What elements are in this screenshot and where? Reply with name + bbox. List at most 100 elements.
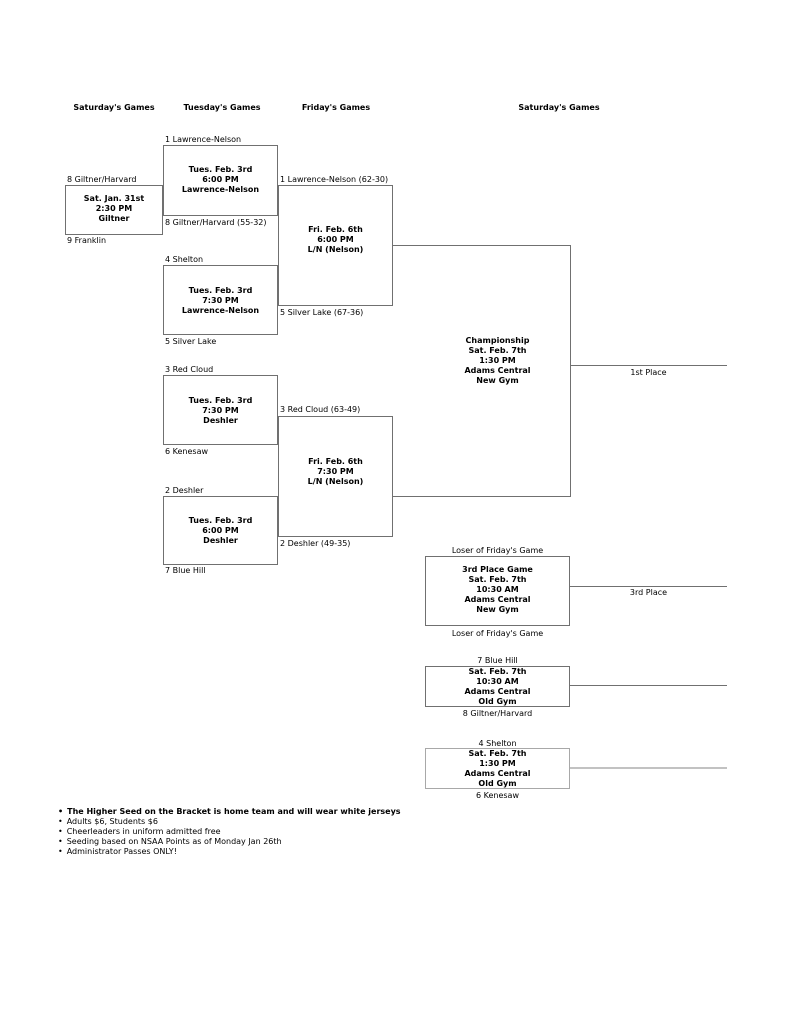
bullet-icon: • — [58, 817, 63, 826]
game-date: Tues. Feb. 3rd — [188, 396, 253, 405]
game-details-championship: Championship Sat. Feb. 7th 1:30 PM Adams… — [420, 336, 575, 386]
column-header-saturday-left: Saturday's Games — [73, 103, 155, 112]
note-text: Adults $6, Students $6 — [66, 817, 158, 826]
game-box-consolation-1 — [425, 666, 570, 707]
note-text: The Higher Seed on the Bracket is home t… — [67, 807, 401, 816]
game-time: 7:30 PM — [202, 406, 239, 415]
connector-consolation-2-line — [570, 767, 727, 769]
note-item: • Adults $6, Students $6 — [58, 817, 401, 827]
game-box-tuesday-1 — [163, 145, 278, 216]
game-date: Fri. Feb. 6th — [308, 225, 363, 234]
game-box-3rd-place — [425, 556, 570, 626]
connector-champion-line — [570, 365, 727, 366]
game-site: L/N (Nelson) — [307, 477, 364, 486]
note-text: Seeding based on NSAA Points as of Monda… — [66, 837, 282, 846]
game-site: Deshler — [203, 416, 238, 425]
team-label-kenesaw: 6 Kenesaw — [165, 447, 209, 456]
game-details-tuesday-2: Tues. Feb. 3rd 7:30 PM Lawrence-Nelson — [164, 286, 277, 316]
game-gym: New Gym — [476, 376, 519, 385]
game-gym: New Gym — [476, 605, 519, 614]
result-label-3rd-place: 3rd Place — [629, 588, 668, 597]
game-date: Sat. Feb. 7th — [468, 667, 527, 676]
team-label-loser-friday-top: Loser of Friday's Game — [451, 546, 544, 555]
game-gym: Old Gym — [478, 697, 517, 706]
game-date: Sat. Jan. 31st — [83, 194, 145, 203]
game-details-playin: Sat. Jan. 31st 2:30 PM Giltner — [66, 194, 162, 224]
game-box-friday-2 — [278, 416, 393, 537]
notes-list: • The Higher Seed on the Bracket is home… — [58, 807, 401, 857]
game-site: Adams Central — [464, 687, 531, 696]
game-box-tuesday-2 — [163, 265, 278, 335]
game-details-friday-1: Fri. Feb. 6th 6:00 PM L/N (Nelson) — [279, 225, 392, 255]
team-label-deshler-score: 2 Deshler (49-35) — [280, 539, 351, 548]
result-label-1st-place: 1st Place — [630, 368, 667, 377]
bullet-icon: • — [58, 847, 63, 856]
game-details-3rd-place: 3rd Place Game Sat. Feb. 7th 10:30 AM Ad… — [426, 565, 569, 615]
team-label-red-cloud-score: 3 Red Cloud (63-49) — [280, 405, 361, 414]
game-box-tuesday-3 — [163, 375, 278, 445]
game-date: Tues. Feb. 3rd — [188, 165, 253, 174]
game-site: Giltner — [98, 214, 130, 223]
team-label-giltner-harvard: 8 Giltner/Harvard — [67, 175, 137, 184]
game-title: 3rd Place Game — [462, 565, 533, 574]
game-site: Adams Central — [464, 366, 531, 375]
game-time: 2:30 PM — [95, 204, 133, 213]
team-label-lawrence-nelson-score: 1 Lawrence-Nelson (62-30) — [280, 175, 389, 184]
game-date: Sat. Feb. 7th — [468, 749, 527, 758]
bullet-icon: • — [58, 807, 64, 816]
game-time: 10:30 AM — [476, 677, 519, 686]
game-details-consolation-2: Sat. Feb. 7th 1:30 PM Adams Central Old … — [426, 749, 569, 789]
game-site: Lawrence-Nelson — [181, 306, 260, 315]
team-label-loser-friday-bottom: Loser of Friday's Game — [451, 629, 544, 638]
connector-3rd-place-line — [570, 586, 727, 587]
game-time: 6:00 PM — [317, 235, 354, 244]
game-details-tuesday-4: Tues. Feb. 3rd 6:00 PM Deshler — [164, 516, 277, 546]
game-box-friday-1 — [278, 185, 393, 306]
team-label-blue-hill-consolation: 7 Blue Hill — [477, 656, 518, 665]
team-label-giltner-harvard-consolation: 8 Giltner/Harvard — [462, 709, 533, 718]
game-date: Fri. Feb. 6th — [308, 457, 363, 466]
game-box-consolation-2 — [425, 748, 570, 789]
game-site: Deshler — [203, 536, 238, 545]
game-time: 1:30 PM — [479, 759, 516, 768]
game-time: 1:30 PM — [479, 356, 516, 365]
game-gym: Old Gym — [478, 779, 517, 788]
game-time: 6:00 PM — [202, 175, 239, 184]
game-box-playin — [65, 185, 163, 235]
team-label-silver-lake: 5 Silver Lake — [165, 337, 217, 346]
connector-championship-vertical — [570, 245, 571, 497]
game-site: Adams Central — [464, 769, 531, 778]
column-header-tuesday: Tuesday's Games — [183, 103, 261, 112]
game-date: Sat. Feb. 7th — [468, 346, 527, 355]
team-label-kenesaw-consolation: 6 Kenesaw — [475, 791, 519, 800]
connector-semifinal-2-winner — [393, 496, 570, 497]
team-label-red-cloud: 3 Red Cloud — [165, 365, 214, 374]
game-time: 6:00 PM — [202, 526, 239, 535]
game-time: 10:30 AM — [476, 585, 519, 594]
game-site: Adams Central — [464, 595, 531, 604]
game-site: Lawrence-Nelson — [181, 185, 260, 194]
team-label-silver-lake-score: 5 Silver Lake (67-36) — [280, 308, 364, 317]
column-header-friday: Friday's Games — [301, 103, 371, 112]
game-date: Sat. Feb. 7th — [468, 575, 527, 584]
team-label-franklin: 9 Franklin — [67, 236, 107, 245]
team-label-lawrence-nelson: 1 Lawrence-Nelson — [165, 135, 242, 144]
team-label-deshler: 2 Deshler — [165, 486, 204, 495]
connector-semifinal-1-winner — [393, 245, 570, 246]
game-title: Championship — [465, 336, 530, 345]
connector-consolation-1-line — [570, 685, 727, 686]
bullet-icon: • — [58, 827, 63, 836]
column-header-saturday-right: Saturday's Games — [518, 103, 600, 112]
game-site: L/N (Nelson) — [307, 245, 364, 254]
bullet-icon: • — [58, 837, 63, 846]
note-text: Cheerleaders in uniform admitted free — [66, 827, 221, 836]
team-label-giltner-harvard-result: 8 Giltner/Harvard (55-32) — [165, 218, 267, 227]
game-details-tuesday-3: Tues. Feb. 3rd 7:30 PM Deshler — [164, 396, 277, 426]
team-label-shelton-consolation: 4 Shelton — [478, 739, 517, 748]
note-item: • The Higher Seed on the Bracket is home… — [58, 807, 401, 817]
game-time: 7:30 PM — [317, 467, 354, 476]
note-item: • Seeding based on NSAA Points as of Mon… — [58, 837, 401, 847]
game-date: Tues. Feb. 3rd — [188, 516, 253, 525]
note-item: • Administrator Passes ONLY! — [58, 847, 401, 857]
